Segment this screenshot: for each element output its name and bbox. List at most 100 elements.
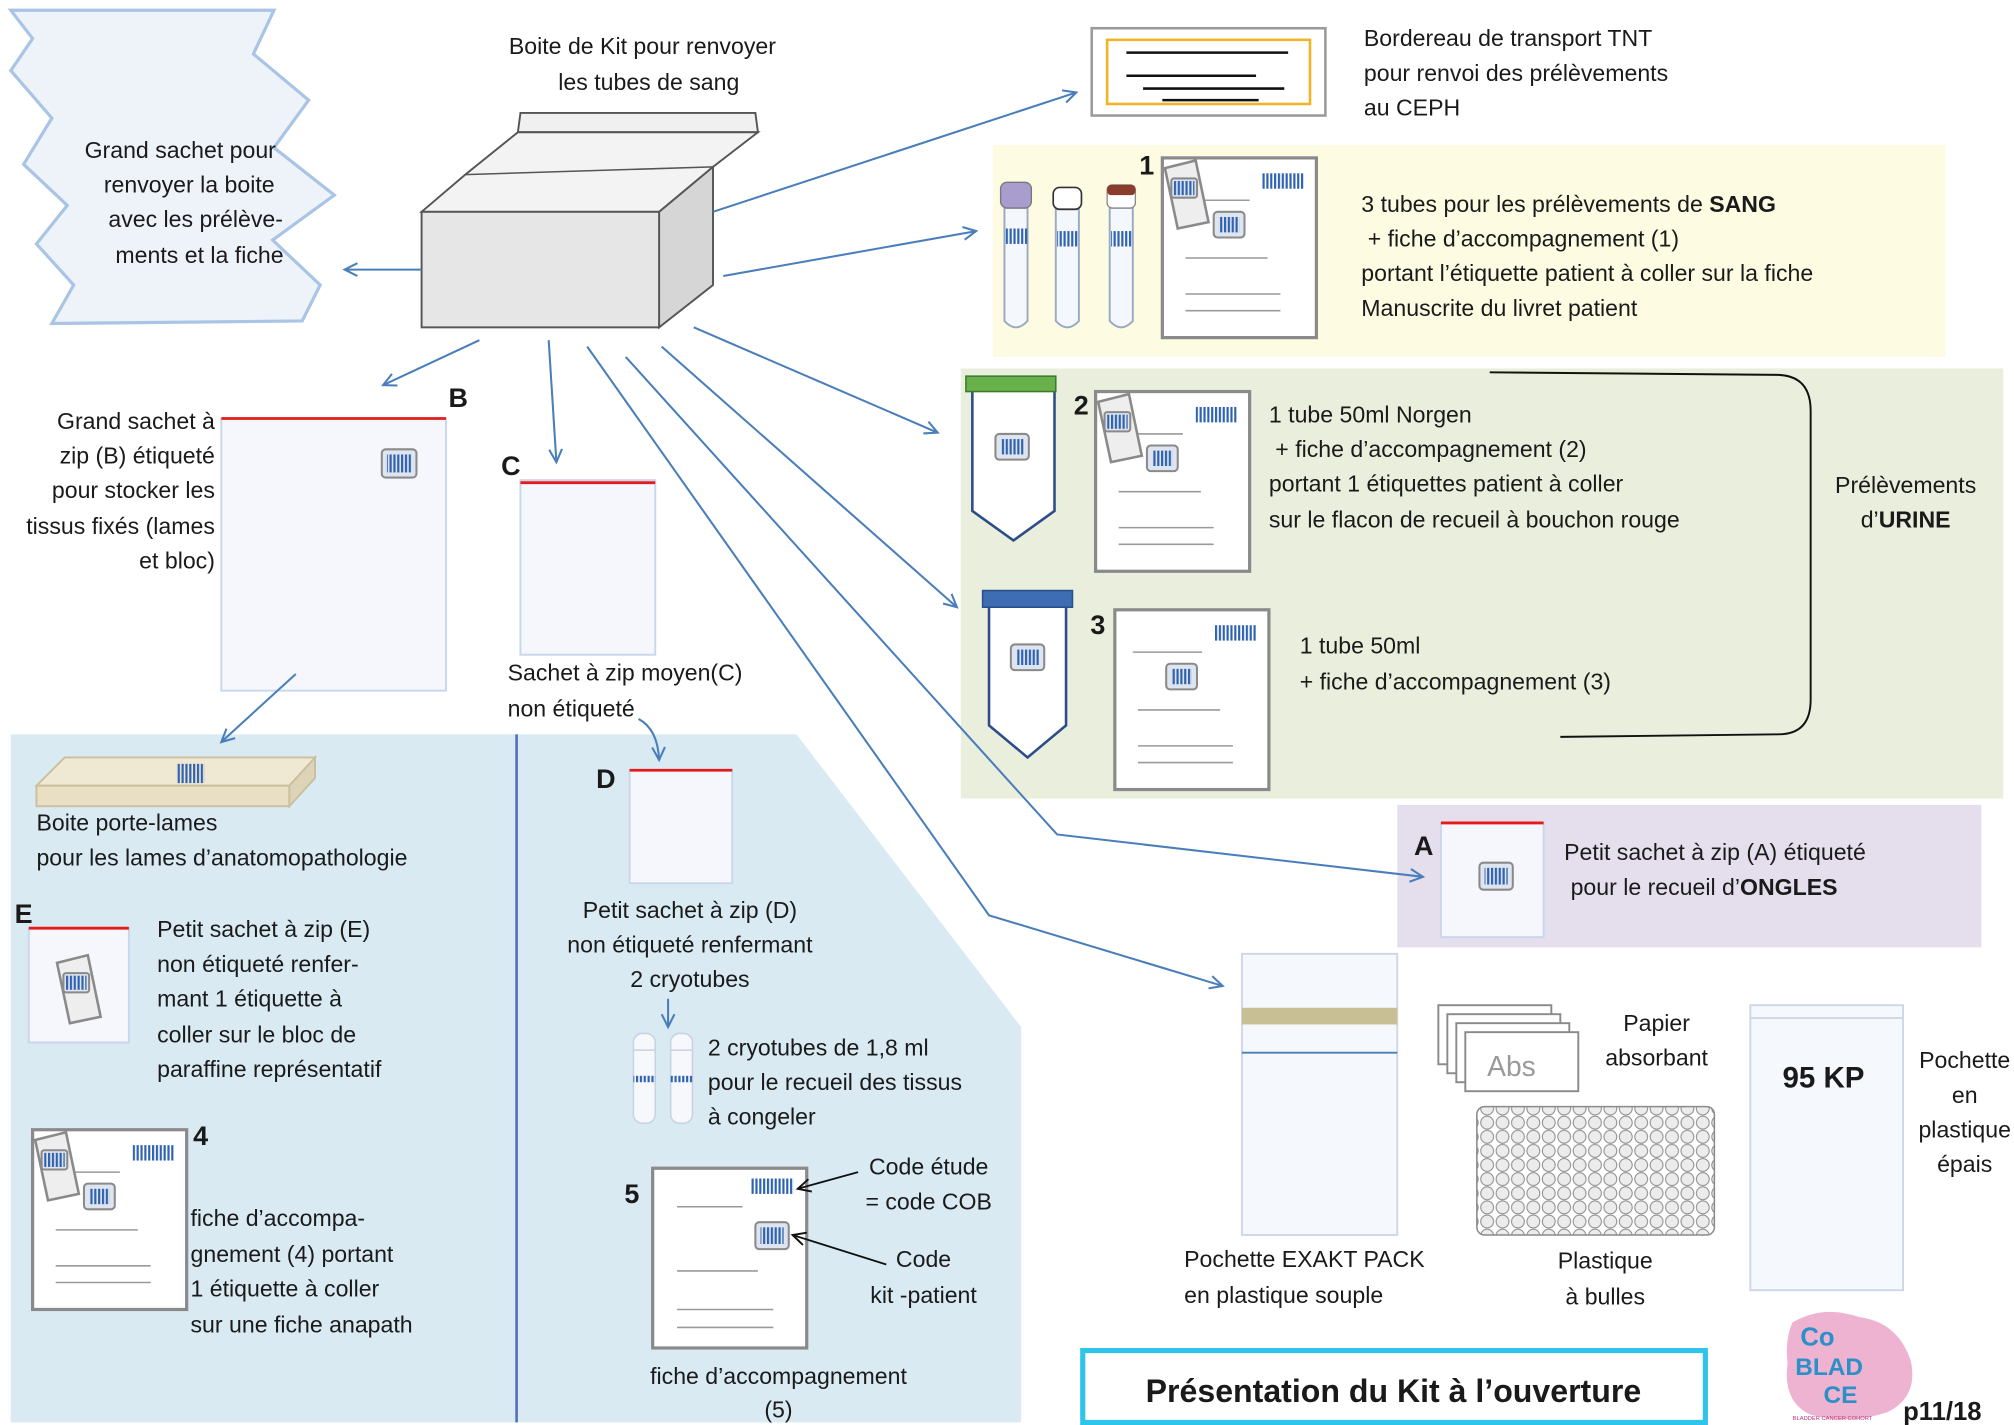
logo-tagline: BLADDER CANCER COHORT — [1793, 1416, 1873, 1422]
norgen-text-line: + fiche d’accompagnement (2) — [1269, 436, 1587, 462]
blood-form-number: 1 — [1139, 151, 1154, 181]
bag-c-text-line: Sachet à zip moyen(C) — [508, 659, 743, 685]
blood-tube-white — [1052, 186, 1083, 329]
bag-c-text-line: non étiqueté — [508, 695, 635, 721]
bag-b-text-line: Grand sachet à — [57, 408, 215, 434]
bag-b-text-line: tissus fixés (lames — [26, 513, 215, 539]
bag-b-text-line: zip (B) étiqueté — [60, 442, 215, 468]
code-kit-label: Code — [896, 1246, 951, 1272]
big-bag-label-line: Grand sachet pour — [85, 137, 277, 163]
slide-box-side — [288, 754, 317, 809]
kit-box-label-line: les tubes de sang — [558, 69, 739, 95]
kit-box-top-edge — [465, 166, 714, 176]
bag-c-letter: C — [501, 451, 520, 481]
arrow-to-bag-b — [381, 339, 480, 387]
blood-text-line: portant l’étiquette patient à coller sur… — [1361, 260, 1813, 286]
kit-box: Boite de Kit pour renvoyer les tubes de … — [418, 33, 776, 330]
transport-slip-label-line: pour renvoi des prélèvements — [1364, 60, 1668, 86]
form-5-caption: fiche d’accompagnement — [650, 1363, 907, 1389]
bag-e-text-line: Petit sachet à zip (E) — [157, 916, 370, 942]
transport-slip-label-line: au CEPH — [1364, 95, 1460, 121]
arrow-to-bag-c — [547, 340, 563, 465]
cryotubes-text-line: 2 cryotubes de 1,8 ml — [708, 1034, 929, 1060]
arrow-to-transport-slip — [712, 89, 1079, 213]
form-4-text-line: sur une fiche anapath — [191, 1312, 413, 1338]
bag-a-letter: A — [1414, 831, 1433, 861]
code-study-label: = code COB — [865, 1188, 991, 1214]
transport-slip-frame — [1105, 38, 1312, 106]
blood-text-line: Manuscrite du livret patient — [1361, 295, 1638, 321]
page-title: Présentation du Kit à l’ouverture — [1146, 1373, 1642, 1409]
nails-text-line: Petit sachet à zip (A) étiqueté — [1564, 839, 1866, 865]
absorbent-paper-group: Abs Papier absorbant — [1437, 1004, 1709, 1093]
cryotube — [669, 1032, 694, 1125]
coblade-logo: Co BLAD CE BLADDER CANCER COHORT — [1786, 1311, 1913, 1422]
urine-tube-50ml — [981, 589, 1074, 760]
norgen-text-line: portant 1 étiquettes patient à coller — [1269, 471, 1624, 497]
exakt-pack-seal-band — [1241, 1007, 1398, 1025]
code-study-label: Code étude — [869, 1154, 988, 1180]
arrows — [219, 89, 1426, 1030]
kp95-text-line: plastique — [1918, 1116, 2010, 1142]
arrow-to-urine-tube — [660, 345, 959, 609]
blood-tube-purple — [999, 181, 1033, 329]
kp95-label: 95 KP — [1782, 1061, 1864, 1094]
nails-text-line: pour le recueil d’ONGLES — [1564, 874, 1837, 900]
form-5-caption: (5) — [764, 1396, 792, 1422]
form-4-group: 4 fiche d’accompa- gnement (4) portant 1… — [31, 1121, 413, 1338]
transport-slip: Bordereau de transport TNT pour renvoi d… — [1090, 25, 1668, 121]
cryotubes-text-line: à congeler — [708, 1104, 816, 1130]
big-bag-label-line: ments et la fiche — [115, 242, 283, 268]
norgen-tube — [965, 375, 1057, 543]
form-5-group: 5 Code étude = code COB Code kit -patien… — [624, 1154, 991, 1423]
bag-e-text-line: non étiqueté renfer- — [157, 951, 359, 977]
arrow-to-exakt-pack — [586, 346, 1225, 990]
form-4-text-line: fiche d’accompa- — [191, 1205, 366, 1231]
transport-slip-paper — [1090, 26, 1327, 117]
norgen-text-line: 1 tube 50ml Norgen — [1269, 401, 1472, 427]
bubble-wrap-group: Plastique à bulles — [1476, 1105, 1716, 1309]
code-kit-label: kit -patient — [870, 1282, 977, 1308]
bag-b-barcode — [386, 454, 412, 473]
blood-text-line: + fiche d’accompagnement (1) — [1361, 225, 1679, 251]
logo-shape — [1786, 1311, 1913, 1420]
bag-a-barcode — [1484, 867, 1508, 885]
absorbent-text-line: Papier — [1623, 1010, 1690, 1036]
urine-group-bracket — [1489, 371, 1812, 738]
bag-b-letter: B — [449, 383, 468, 413]
kp95-pouch — [1749, 1004, 1905, 1292]
bag-d-text-line: non étiqueté renfermant — [567, 932, 813, 958]
urine-group-label: Prélèvements — [1835, 472, 1976, 498]
cryotube — [632, 1032, 657, 1125]
blood-panel — [992, 145, 1946, 357]
bag-e-text-line: paraffine représentatif — [157, 1056, 382, 1082]
arrow-to-norgen-tube — [693, 326, 940, 435]
urine-form-number: 3 — [1090, 610, 1105, 640]
bag-d — [628, 769, 734, 885]
norgen-form-number: 2 — [1074, 391, 1089, 421]
cryotubes-text-line: pour le recueil des tissus — [708, 1069, 962, 1095]
form-4-text-line: 1 étiquette à coller — [191, 1276, 380, 1302]
kp95-group: 95 KP Pochette en plastique épais — [1749, 1004, 2011, 1292]
big-bag-label-line: renvoyer la boite — [104, 172, 275, 198]
bag-b-text-line: et bloc) — [139, 548, 215, 574]
urine-form-sheet — [1113, 608, 1271, 792]
form-4-number: 4 — [193, 1121, 208, 1151]
blood-tube-brown — [1106, 184, 1137, 329]
norgen-text-line: sur le flacon de recueil à bouchon rouge — [1269, 507, 1680, 533]
kp95-text-line: épais — [1937, 1151, 1992, 1177]
bag-c — [519, 479, 657, 656]
exakt-pack-text-line: en plastique souple — [1184, 1282, 1383, 1308]
form-4-text-line: gnement (4) portant — [191, 1241, 394, 1267]
exakt-pack-group: Pochette EXAKT PACK en plastique souple — [1184, 952, 1425, 1308]
bag-d-text-line: 2 cryotubes — [630, 966, 749, 992]
absorbent-text-line: absorbant — [1605, 1045, 1708, 1071]
page-title-frame — [1080, 1347, 1708, 1425]
arrow-to-bag-a — [624, 356, 1426, 883]
bubble-wrap-text-line: Plastique — [1558, 1247, 1653, 1273]
slide-box-text-line: Boite porte-lames — [36, 810, 217, 836]
blood-text-bold: SANG — [1709, 191, 1776, 217]
blood-kit: 1 3 tubes pour les prélèvements de SANG … — [999, 151, 1813, 340]
big-return-bag: Grand sachet pour renvoyer la boite avec… — [7, 8, 337, 326]
